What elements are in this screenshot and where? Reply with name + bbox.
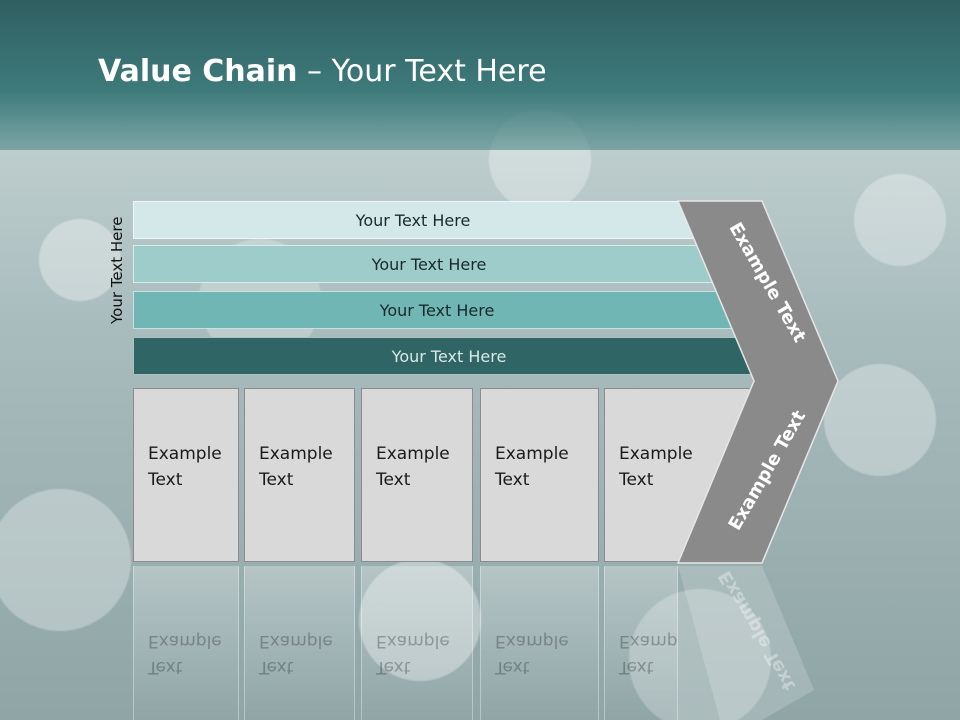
box-line-1: Example xyxy=(376,444,450,464)
box-line-2: Text xyxy=(376,470,411,490)
box-line-1: Example xyxy=(259,444,333,464)
bar-label: Your Text Here xyxy=(355,210,471,230)
bar-label: Your Text Here xyxy=(391,346,507,366)
box-line-1: Example xyxy=(619,444,693,464)
box-line-1: Example xyxy=(148,444,222,464)
activity-box-1[interactable]: Example Text xyxy=(133,388,239,562)
activity-box-4[interactable]: Example Text xyxy=(480,388,599,562)
box-line-2: Text xyxy=(619,470,654,490)
title-rest: – Your Text Here xyxy=(297,54,547,89)
bar-row-2[interactable]: Your Text Here xyxy=(133,245,725,283)
bar-label: Your Text Here xyxy=(371,254,487,274)
box-line-2: Text xyxy=(259,470,294,490)
slide-title: Value Chain – Your Text Here xyxy=(98,54,547,89)
activity-box-2[interactable]: Example Text xyxy=(244,388,355,562)
box-line-1: Example xyxy=(495,444,569,464)
bar-row-4[interactable]: Your Text Here xyxy=(133,337,765,375)
bar-row-1[interactable]: Your Text Here xyxy=(133,201,693,239)
header-band xyxy=(0,0,960,150)
title-bold: Value Chain xyxy=(98,54,298,89)
side-label: Your Text Here xyxy=(108,216,126,324)
bar-row-3[interactable]: Your Text Here xyxy=(133,291,741,329)
bar-label: Your Text Here xyxy=(379,300,495,320)
box-line-2: Text xyxy=(495,470,530,490)
activity-box-3[interactable]: Example Text xyxy=(361,388,473,562)
box-line-2: Text xyxy=(148,470,183,490)
